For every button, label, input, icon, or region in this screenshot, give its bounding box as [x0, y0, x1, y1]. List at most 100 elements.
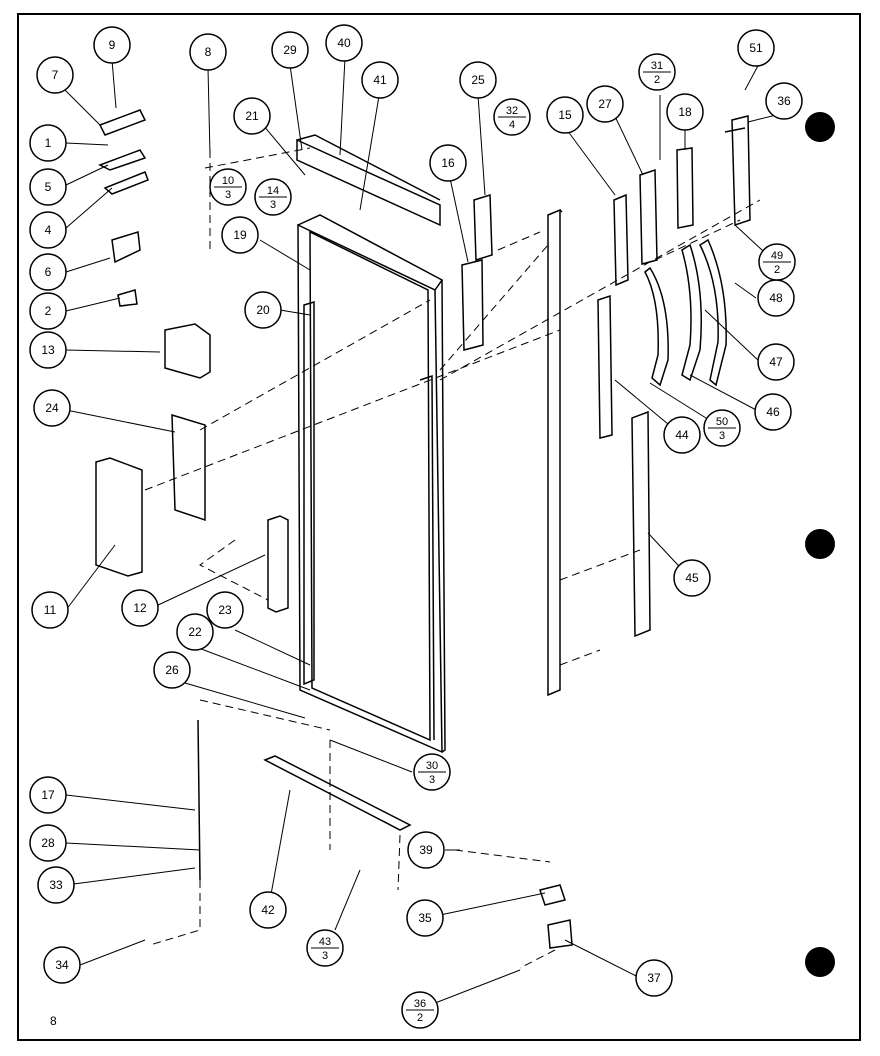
- callout-29: 29: [271, 31, 309, 69]
- top-rail: [296, 138, 441, 227]
- svg-text:27: 27: [598, 97, 612, 111]
- svg-text:1: 1: [45, 136, 52, 150]
- bottom-rail: [263, 755, 412, 831]
- svg-text:12: 12: [133, 601, 147, 615]
- callout-19: 19: [221, 216, 259, 254]
- binder-hole: [805, 112, 835, 142]
- svg-text:43: 43: [319, 936, 331, 948]
- svg-text:22: 22: [188, 625, 202, 639]
- callout-27: 27: [586, 85, 624, 123]
- svg-text:15: 15: [558, 108, 572, 122]
- svg-text:39: 39: [419, 843, 433, 857]
- callout-41: 41: [361, 61, 399, 99]
- svg-text:24: 24: [45, 401, 59, 415]
- svg-text:2: 2: [417, 1012, 423, 1024]
- binder-hole: [805, 529, 835, 559]
- callout-6: 6: [29, 253, 67, 291]
- fraction-callout-group: 103 143 324 312 492 503 303 433 362: [209, 53, 796, 1029]
- callout-13: 13: [29, 331, 67, 369]
- svg-text:49: 49: [771, 250, 783, 262]
- callout-33: 33: [37, 866, 75, 904]
- svg-text:29: 29: [283, 43, 297, 57]
- callout-44: 44: [663, 416, 701, 454]
- binder-hole: [805, 947, 835, 977]
- callout-47: 47: [757, 343, 795, 381]
- svg-text:48: 48: [769, 291, 783, 305]
- svg-text:13: 13: [41, 343, 55, 357]
- svg-text:42: 42: [261, 903, 275, 917]
- callout-20: 20: [244, 291, 282, 329]
- callout-9: 9: [93, 26, 131, 64]
- fraction-callout-31-2: 312: [638, 53, 676, 91]
- callout-25: 25: [459, 61, 497, 99]
- svg-text:47: 47: [769, 355, 783, 369]
- svg-text:16: 16: [441, 156, 455, 170]
- callout-28: 28: [29, 824, 67, 862]
- svg-text:6: 6: [45, 265, 52, 279]
- fraction-callout-14-3: 143: [254, 178, 292, 216]
- callout-1: 1: [29, 124, 67, 162]
- callout-24: 24: [33, 389, 71, 427]
- svg-text:3: 3: [225, 189, 231, 201]
- callout-17: 17: [29, 776, 67, 814]
- svg-text:19: 19: [233, 228, 247, 242]
- fraction-callout-36-2: 362: [401, 991, 439, 1029]
- svg-text:26: 26: [165, 663, 179, 677]
- callout-12: 12: [121, 589, 159, 627]
- svg-text:2: 2: [45, 304, 52, 318]
- svg-text:30: 30: [426, 760, 438, 772]
- svg-text:18: 18: [678, 105, 692, 119]
- callout-5: 5: [29, 168, 67, 206]
- svg-text:3: 3: [429, 774, 435, 786]
- callout-2: 2: [29, 292, 67, 330]
- svg-text:41: 41: [373, 73, 387, 87]
- svg-text:31: 31: [651, 60, 663, 72]
- callout-11: 11: [31, 591, 69, 629]
- callout-46: 46: [754, 393, 792, 431]
- callout-21: 21: [233, 97, 271, 135]
- callout-37: 37: [635, 959, 673, 997]
- callout-35: 35: [406, 899, 444, 937]
- callout-34: 34: [43, 946, 81, 984]
- svg-text:35: 35: [418, 911, 432, 925]
- svg-text:7: 7: [52, 68, 59, 82]
- svg-text:4: 4: [509, 119, 515, 131]
- fraction-callout-10-3: 103: [209, 168, 247, 206]
- svg-text:44: 44: [675, 428, 689, 442]
- svg-text:51: 51: [749, 41, 763, 55]
- svg-text:36: 36: [777, 94, 791, 108]
- svg-text:3: 3: [322, 950, 328, 962]
- callout-36: 36: [765, 82, 803, 120]
- page-number: 8: [50, 1014, 57, 1028]
- svg-text:36: 36: [414, 998, 426, 1010]
- svg-text:25: 25: [471, 73, 485, 87]
- callout-51: 51: [737, 29, 775, 67]
- fraction-callout-49-2: 492: [758, 243, 796, 281]
- leader-lines: [64, 57, 781, 1006]
- callout-39: 39: [407, 831, 445, 869]
- callout-16: 16: [429, 144, 467, 182]
- svg-text:2: 2: [654, 74, 660, 86]
- svg-text:46: 46: [766, 405, 780, 419]
- svg-text:34: 34: [55, 958, 69, 972]
- svg-text:21: 21: [245, 109, 259, 123]
- callout-22: 22: [176, 613, 214, 651]
- callout-7: 7: [36, 56, 74, 94]
- callout-48: 48: [757, 279, 795, 317]
- svg-text:50: 50: [716, 416, 728, 428]
- callout-8: 8: [189, 33, 227, 71]
- callout-4: 4: [29, 211, 67, 249]
- parts-drawing: [95, 109, 761, 969]
- svg-text:3: 3: [719, 430, 725, 442]
- fraction-callout-43-3: 433: [306, 929, 344, 967]
- svg-text:45: 45: [685, 571, 699, 585]
- door-frame: [297, 223, 443, 754]
- side-panel: [547, 208, 561, 697]
- callout-42: 42: [249, 891, 287, 929]
- svg-text:5: 5: [45, 180, 52, 194]
- svg-text:17: 17: [41, 788, 55, 802]
- svg-text:32: 32: [506, 105, 518, 117]
- fraction-callout-30-3: 303: [413, 753, 451, 791]
- svg-text:3: 3: [270, 199, 276, 211]
